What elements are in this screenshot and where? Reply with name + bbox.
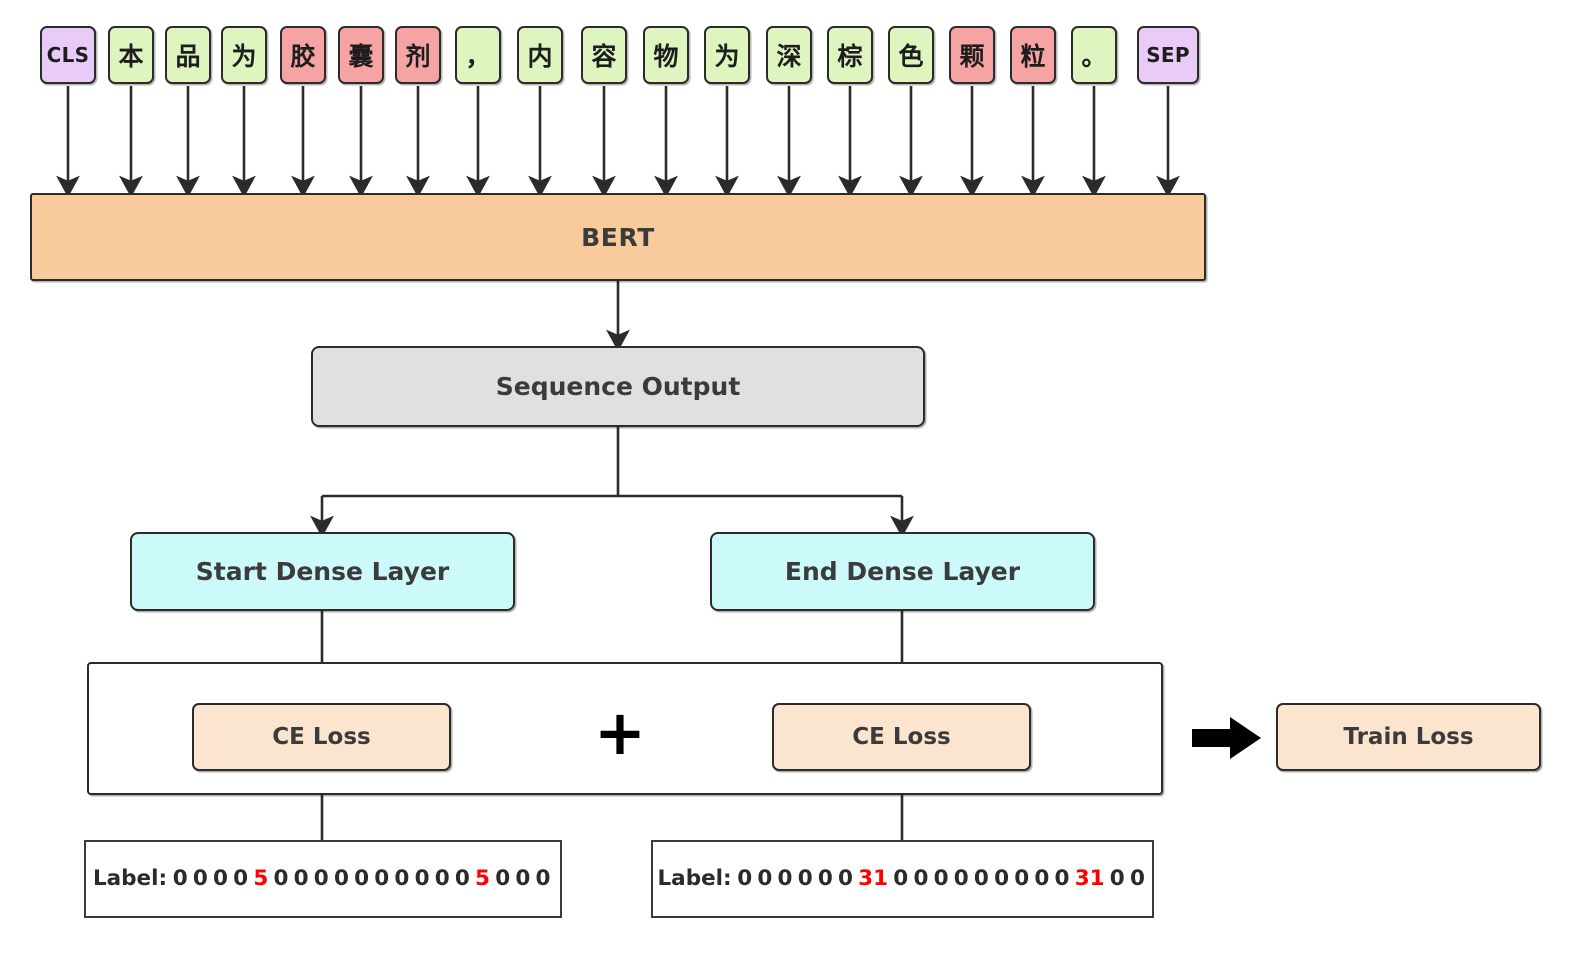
label-digit: 0 <box>994 865 1010 891</box>
label-digit: 0 <box>374 865 390 891</box>
train-loss-box[interactable]: Train Loss <box>1276 703 1541 771</box>
train-loss-arrow-icon <box>1192 717 1261 759</box>
token-chip[interactable]: 色 <box>888 26 934 84</box>
label-digit: 0 <box>777 865 793 891</box>
label-digit: 0 <box>213 865 228 891</box>
label-digit: 0 <box>394 865 410 891</box>
label-digit: 0 <box>495 865 511 891</box>
label-digit: 0 <box>797 865 813 891</box>
token-chip[interactable]: 容 <box>581 26 627 84</box>
label-digit: 0 <box>1129 865 1145 891</box>
label-digit: 0 <box>893 865 909 891</box>
bert-encoder-box[interactable]: BERT <box>30 193 1206 281</box>
start-label-prefix: Label: <box>92 865 168 891</box>
label-digit: 0 <box>273 865 289 891</box>
label-digit: 0 <box>817 865 833 891</box>
label-digit: 0 <box>1054 865 1070 891</box>
end-label-prefix: Label: <box>657 865 732 891</box>
token-chip[interactable]: 品 <box>165 26 211 84</box>
label-digit: 0 <box>454 865 470 891</box>
end-ce-loss-box[interactable]: CE Loss <box>772 703 1031 771</box>
label-digit: 0 <box>172 865 188 891</box>
token-chip[interactable]: 棕 <box>827 26 873 84</box>
label-digit: 0 <box>515 865 531 891</box>
start-dense-layer-box[interactable]: Start Dense Layer <box>130 532 515 611</box>
label-digit: 0 <box>293 865 309 891</box>
token-chip[interactable]: 物 <box>643 26 689 84</box>
token-chip[interactable]: 内 <box>517 26 563 84</box>
label-digit: 0 <box>838 865 853 891</box>
label-digit: 31 <box>858 865 889 891</box>
label-digit: 0 <box>1014 865 1030 891</box>
label-digit: 0 <box>913 865 929 891</box>
label-digit: 0 <box>434 865 450 891</box>
token-chip[interactable]: 本 <box>108 26 154 84</box>
label-digit: 5 <box>253 865 269 891</box>
label-digit: 5 <box>475 865 490 891</box>
label-digit: 0 <box>333 865 349 891</box>
label-digit: 0 <box>233 865 249 891</box>
start-ce-loss-box[interactable]: CE Loss <box>192 703 451 771</box>
label-digit: 0 <box>313 865 329 891</box>
token-chip[interactable]: 囊 <box>338 26 384 84</box>
label-digit: 0 <box>737 865 753 891</box>
token-chip[interactable]: 深 <box>766 26 812 84</box>
label-digit: 0 <box>192 865 208 891</box>
token-chip[interactable]: 为 <box>221 26 267 84</box>
label-digit: 0 <box>414 865 430 891</box>
label-digit: 31 <box>1074 865 1105 891</box>
label-digit: 0 <box>1034 865 1050 891</box>
token-chip[interactable]: 粒 <box>1010 26 1056 84</box>
plus-operator-icon: + <box>594 696 646 769</box>
label-digit: 0 <box>1109 865 1125 891</box>
sequence-output-box[interactable]: Sequence Output <box>311 346 925 427</box>
token-chip[interactable]: CLS <box>40 26 96 84</box>
label-digit: 0 <box>757 865 773 891</box>
token-chip[interactable]: SEP <box>1137 26 1199 84</box>
token-chip[interactable]: 为 <box>704 26 750 84</box>
label-digit: 0 <box>973 865 989 891</box>
token-chip[interactable]: 颗 <box>949 26 995 84</box>
token-chip[interactable]: 剂 <box>395 26 441 84</box>
label-digit: 0 <box>535 865 551 891</box>
end-dense-layer-box[interactable]: End Dense Layer <box>710 532 1095 611</box>
token-chip[interactable]: ， <box>455 26 501 84</box>
token-chip[interactable]: 胶 <box>280 26 326 84</box>
token-chip[interactable]: 。 <box>1071 26 1117 84</box>
label-digit: 0 <box>953 865 969 891</box>
label-digit: 0 <box>354 865 370 891</box>
label-digit: 0 <box>933 865 949 891</box>
